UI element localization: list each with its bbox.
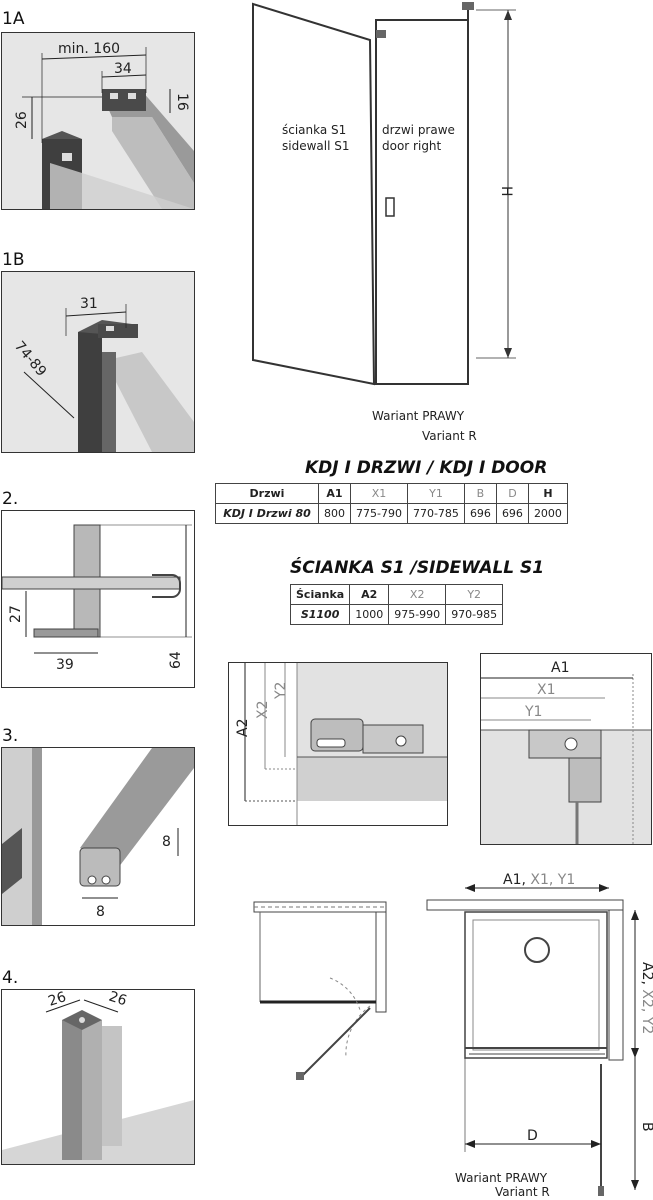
door-th-model: Drzwi [215, 483, 319, 504]
sidewall-label-pl: ścianka S1 [282, 123, 346, 137]
variant-pl: Wariant PRAWY [372, 409, 465, 423]
dim-26-left: 26 [46, 990, 68, 1010]
door-th-y1: Y1 [406, 483, 465, 504]
dim-x1: X1 [537, 682, 556, 698]
plan-b: B [639, 1122, 653, 1132]
side-measure-box: A2 X2 Y2 [228, 662, 448, 826]
plan-top-x1y1-text: X1, Y1 [526, 872, 575, 888]
plan-top-a1: A1, X1, Y1 [503, 872, 575, 888]
table-row: KDJ I Drzwi 80 800 775-790 770-785 696 6… [215, 503, 568, 524]
dim-39: 39 [56, 657, 74, 673]
door-th-a1: A1 [318, 483, 351, 504]
side-th-model: Ścianka [289, 584, 351, 605]
dim-x2: X2 [255, 701, 271, 720]
door-cell-x1: 775-790 [350, 503, 408, 524]
height-label: H [498, 186, 514, 197]
side-cell-a2: 1000 [349, 604, 390, 625]
detail-1a-label: 1A [2, 9, 25, 29]
dim-27: 27 [8, 605, 24, 623]
sidewall-table: Ścianka A2 X2 Y2 S1100 1000 975-990 970-… [289, 584, 504, 625]
main-plan: A1, X1, Y1 A2, X2, Y2 B D Wariant PRAWY … [426, 872, 653, 1199]
door-th-d: D [495, 483, 529, 504]
plan-side-a2-text: A2, [639, 962, 653, 985]
door-cell-model: KDJ I Drzwi 80 [215, 503, 319, 524]
dim-8-w: 8 [96, 904, 105, 920]
door-cell-b: 696 [463, 503, 497, 524]
door-table-title: KDJ I DRZWI / KDJ I DOOR [305, 458, 548, 478]
door-cell-d: 696 [495, 503, 529, 524]
side-th-a2: A2 [349, 584, 390, 605]
dim-26: 26 [14, 111, 30, 129]
side-th-y2: Y2 [445, 584, 504, 605]
side-cell-y2: 970-985 [445, 604, 504, 625]
plan-top-a1-text: A1, [503, 872, 526, 888]
detail-3-label: 3. [2, 726, 19, 746]
table-row: S1100 1000 975-990 970-985 [289, 604, 504, 625]
dim-y1: Y1 [524, 704, 542, 720]
dim-a2: A2 [235, 719, 251, 737]
door-label-en: door right [382, 139, 442, 153]
detail-2-label: 2. [2, 489, 19, 509]
door-th-h: H [527, 483, 568, 504]
front-view: H ścianka S1 sidewall S1 drzwi prawe doo… [252, 2, 516, 443]
dim-min160: min. 160 [58, 41, 120, 57]
detail-3-box: 8 8 [1, 747, 195, 926]
dim-26-right: 26 [107, 990, 129, 1009]
side-cell-x2: 975-990 [388, 604, 447, 625]
dim-a1: A1 [551, 660, 569, 676]
detail-4-label: 4. [2, 968, 19, 988]
swing-plan [253, 901, 387, 1080]
door-th-b: B [463, 483, 497, 504]
variant-en: Variant R [422, 429, 477, 443]
sidewall-table-title: ŚCIANKA S1 /SIDEWALL S1 [290, 558, 545, 578]
plan-d: D [527, 1128, 538, 1144]
side-cell-model: S1100 [289, 604, 351, 625]
door-label-pl: drzwi prawe [382, 123, 455, 137]
dim-31: 31 [80, 296, 98, 312]
dim-8-h: 8 [162, 834, 171, 850]
detail-1a-box: min. 160 34 16 26 [1, 32, 195, 210]
dim-34: 34 [114, 61, 132, 77]
detail-1b-box: 31 74-89 [1, 271, 195, 453]
door-cell-h: 2000 [527, 503, 568, 524]
door-table: Drzwi A1 X1 Y1 B D H KDJ I Drzwi 80 800 … [215, 483, 568, 524]
dim-64: 64 [168, 651, 184, 669]
door-cell-a1: 800 [318, 503, 351, 524]
sidewall-label-en: sidewall S1 [282, 139, 350, 153]
plan-variant-pl: Wariant PRAWY [455, 1171, 548, 1185]
detail-2-box: 27 39 64 [1, 510, 195, 688]
side-th-x2: X2 [388, 584, 447, 605]
plan-variant-en: Variant R [495, 1185, 550, 1199]
detail-4-box: 26 26 [1, 989, 195, 1165]
dim-y2: Y2 [273, 682, 289, 700]
detail-1b-label: 1B [2, 250, 25, 270]
door-cell-y1: 770-785 [406, 503, 465, 524]
dim-16: 16 [174, 93, 190, 111]
front-measure-box: A1 X1 Y1 [480, 653, 652, 845]
plan-side-x2y2-text: X2, Y2 [639, 985, 653, 1034]
door-th-x1: X1 [350, 483, 408, 504]
plan-side-a2: A2, X2, Y2 [639, 962, 653, 1034]
